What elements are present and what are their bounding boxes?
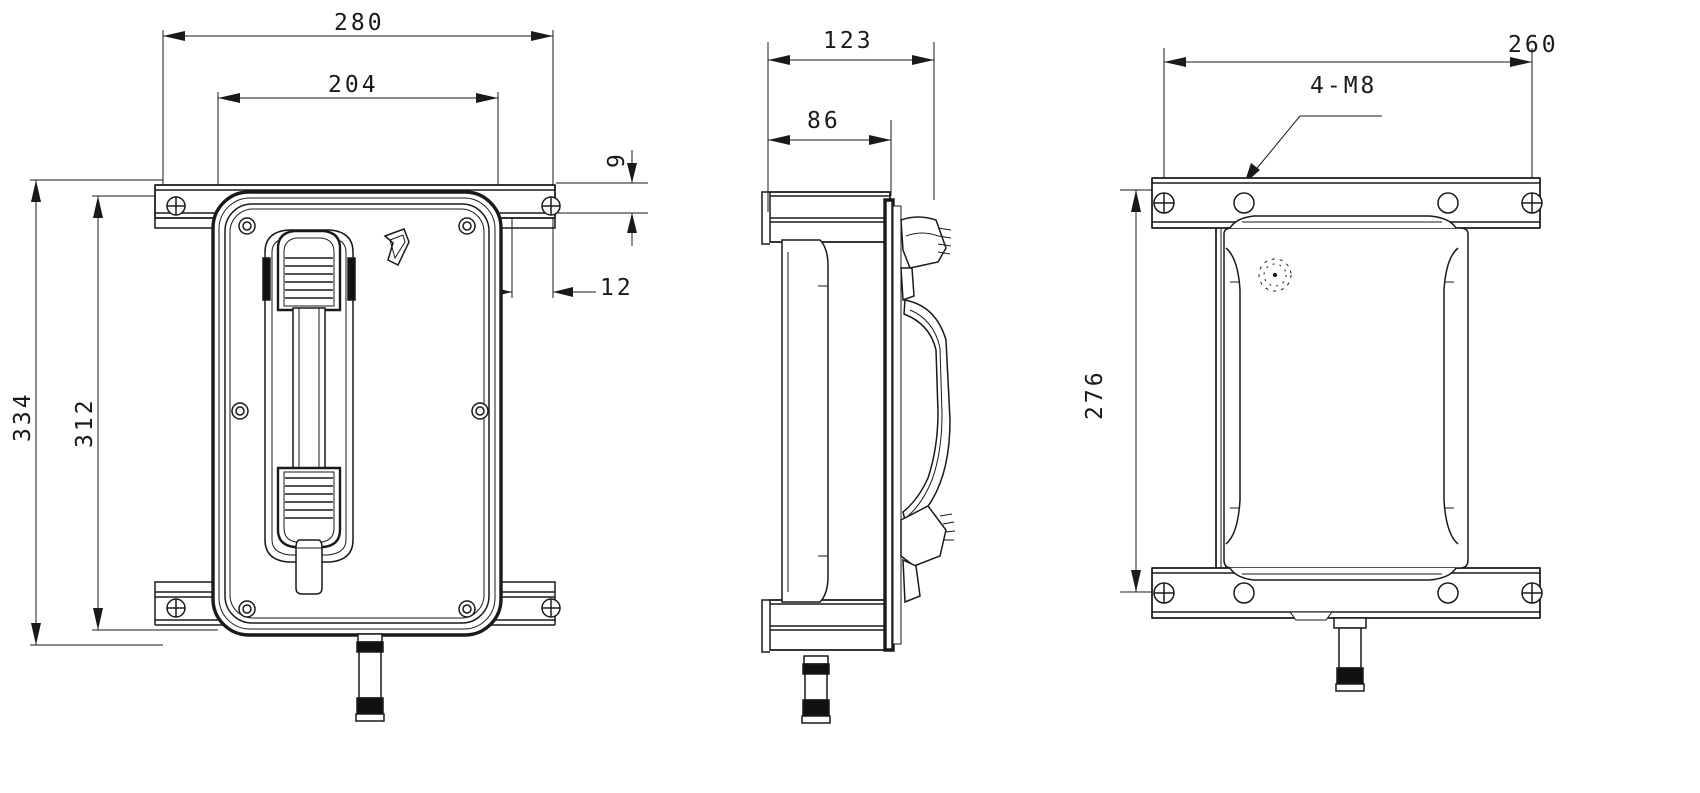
side-view-graphics	[761, 42, 956, 724]
bracket-screw-icon	[166, 196, 561, 618]
side-cable-gland	[801, 655, 831, 724]
rear-enclosure-body	[1215, 215, 1469, 581]
dim-9: 9	[604, 151, 630, 168]
side-handset	[900, 216, 956, 604]
speaker-vent-icon	[1258, 258, 1292, 292]
dim-312: 312	[72, 397, 98, 448]
m8-hole	[1233, 192, 1459, 604]
dim-260: 260	[1508, 32, 1559, 58]
dim-276: 276	[1082, 369, 1108, 420]
side-top-bracket	[761, 191, 891, 245]
enclosure-body	[211, 190, 503, 637]
faceplate-screw-icon	[231, 217, 489, 618]
dim-280: 280	[334, 10, 385, 36]
handset	[276, 229, 342, 595]
front-view-graphics	[30, 30, 648, 722]
m8-leader-line	[1243, 115, 1382, 185]
cable-gland	[355, 633, 385, 722]
side-bottom-bracket	[761, 599, 891, 653]
rear-view-graphics	[1120, 48, 1543, 692]
dim-12: 12	[600, 275, 634, 301]
rear-cable-gland	[1289, 611, 1367, 692]
dim-334: 334	[10, 391, 36, 442]
side-enclosure-body	[781, 198, 902, 652]
callout-4-m8: 4-M8	[1310, 73, 1378, 99]
dim-86: 86	[807, 108, 841, 134]
dim-123: 123	[823, 28, 874, 54]
rear-bracket-screw-icon	[1153, 192, 1543, 604]
hook-switch-detail	[383, 228, 410, 267]
rear-top-bracket	[1151, 177, 1541, 229]
dim-204: 204	[328, 72, 379, 98]
